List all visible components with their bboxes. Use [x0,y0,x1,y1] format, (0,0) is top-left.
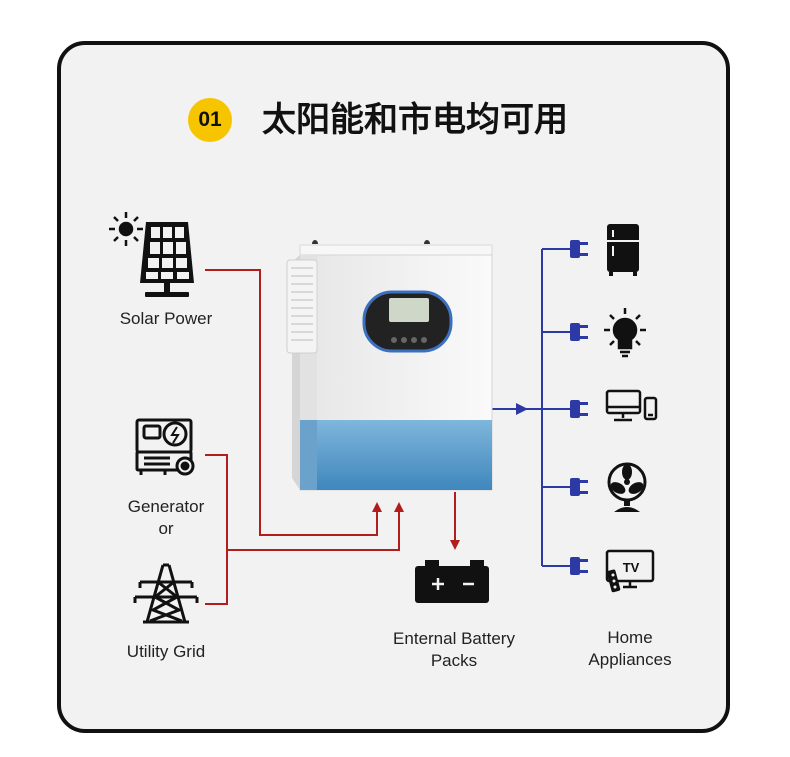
battery-icon [415,560,489,603]
plug-icon [570,478,588,496]
or-label: or [158,519,174,538]
solar-panel-icon [140,222,194,297]
input-lines [205,269,460,605]
solar-power-label: Solar Power [119,309,213,328]
battery-label-line2: Packs [430,651,478,670]
computer-phone-icon [605,389,658,422]
sun-icon [109,212,143,246]
appliances-label-line2: Appliances [588,650,672,669]
fan-icon [607,462,647,512]
generator-grid-line [205,454,228,605]
step-number-badge: 01 [188,98,232,142]
plug-icon [570,240,588,258]
generator-icon [135,418,195,476]
plug-icon [570,557,588,575]
light-bulb-icon [604,308,646,358]
plug-icon [570,323,588,341]
inverter-device [286,240,493,491]
solar-input-line [205,269,382,536]
plug-icon [570,400,588,418]
appliances-label-line1: Home [607,628,653,647]
transmission-tower-icon [133,563,199,624]
battery-label-line1: Enternal Battery [393,629,515,648]
generator-label: Generator [127,497,205,516]
tv-remote-icon: TV [605,549,655,593]
grid-input-line [227,502,404,551]
fridge-icon [607,224,639,276]
tv-label: TV [623,560,640,575]
plug-icons [570,240,588,575]
utility-grid-label: Utility Grid [126,642,206,661]
page-title: 太阳能和市电均可用 [262,100,568,140]
output-branches [542,248,570,567]
output-lines [492,248,570,567]
